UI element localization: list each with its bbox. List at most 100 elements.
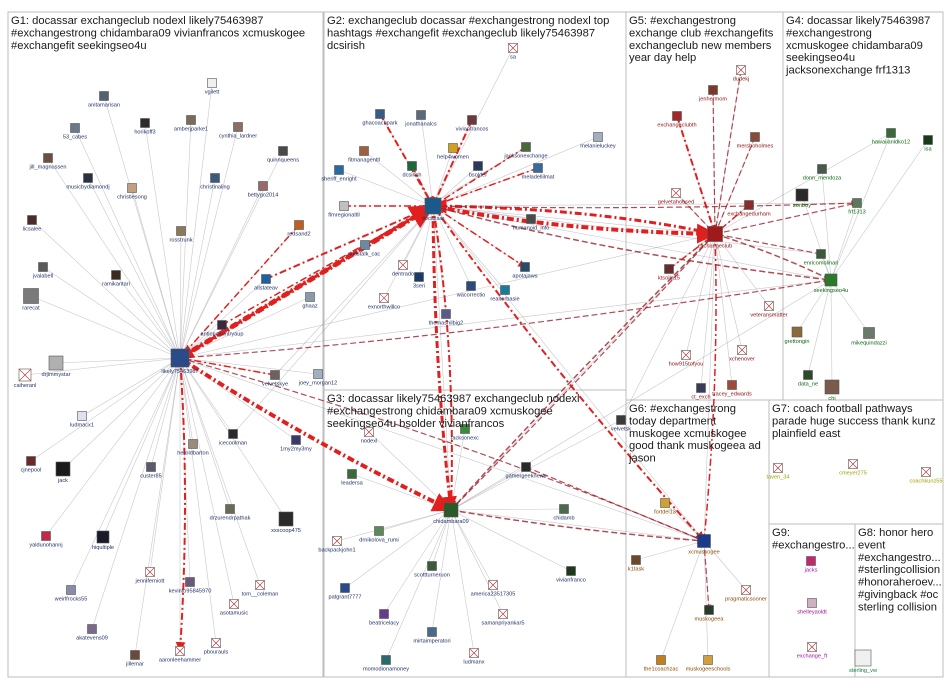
node-xxxcoop475[interactable]: xxxcoop475 <box>271 511 301 534</box>
node-ramikantari[interactable]: ramikantari <box>102 270 130 288</box>
node-pragmaticsooner[interactable]: pragmaticsooner <box>725 585 767 603</box>
node-weirlfrocks55[interactable]: weirlfrocks55 <box>54 585 88 603</box>
node-the1coachzac[interactable]: the1coachzac <box>644 655 679 673</box>
node-exchangedurham[interactable]: exchangedurham <box>727 200 771 218</box>
node-jonathanalcs[interactable]: jonathanalcs <box>404 110 437 128</box>
node-gelvetahoused[interactable]: gelvetahoused <box>658 188 694 206</box>
node-tom--coleman[interactable]: tom__coleman <box>242 580 279 598</box>
node-jacks[interactable]: jacks <box>804 556 818 574</box>
node-caiheranl[interactable]: caiheranl <box>14 368 37 389</box>
node-exchangeclub[interactable]: exchangeclub <box>698 226 733 250</box>
node-scottturneruon[interactable]: scottturneruon <box>414 561 450 579</box>
node-pbourauls[interactable]: pbourauls <box>204 638 229 656</box>
node-jenniferniott[interactable]: jenniferniott <box>135 567 165 585</box>
node-joey-morgan12[interactable]: joey_morgan12 <box>298 369 338 387</box>
node-yaldunohannj[interactable]: yaldunohannj <box>29 531 63 549</box>
node-apotajaws[interactable]: apotajaws <box>512 262 538 280</box>
node-docassar[interactable]: docassar <box>422 197 445 222</box>
node-antioncountryaup[interactable]: antioncountryaup <box>201 320 244 338</box>
node-humanoid-info[interactable]: humanoid_info <box>513 214 550 232</box>
node-dcsirish[interactable]: dcsirish <box>403 161 422 179</box>
node-akatevens09[interactable]: akatevens09 <box>76 624 108 642</box>
node-isa[interactable]: isa <box>923 135 933 153</box>
node-xcmuskogee[interactable]: xcmuskogee <box>688 534 720 556</box>
node-wacorrectio[interactable]: wacorrectio <box>456 281 486 299</box>
node-exchange-ft[interactable]: exchange_ft <box>797 642 828 660</box>
node-dudekj[interactable]: dudekj <box>733 65 749 83</box>
node-licsalee[interactable]: licsalee <box>23 215 42 233</box>
node-mershoholmes[interactable]: mershoholmes <box>737 132 774 150</box>
node-melanieluckey[interactable]: melanieluckey <box>580 132 616 150</box>
node-samanpriyankar5[interactable]: samanpriyankar5 <box>482 609 525 627</box>
node-quinnqueens[interactable]: quinnqueens <box>267 146 299 164</box>
node-jillemar[interactable]: jillemar <box>125 650 144 668</box>
node-jacksonexchange[interactable]: jacksonexchange <box>503 142 548 160</box>
node-flmregionaltll[interactable]: flmregionaltll <box>328 201 360 219</box>
node-frf1313[interactable]: frf1313 <box>848 198 866 216</box>
node-cmeyer275[interactable]: cmeyer275 <box>839 459 867 477</box>
node-donn-mendoza[interactable]: donn_mendoza <box>803 164 842 182</box>
node-drjimmystar[interactable]: drjimmystar <box>42 355 71 378</box>
node-exchangeclubth[interactable]: exchangeclubth <box>657 111 697 129</box>
node-kevinto95845970[interactable]: kevinto95845970 <box>169 577 212 595</box>
node-bsolder[interactable]: bsolder <box>469 161 487 179</box>
node-cjnepool[interactable]: cjnepool <box>21 456 42 474</box>
node-coachkunz55[interactable]: coachkunz55 <box>910 467 943 485</box>
node-ct-exch[interactable]: ct_exch <box>691 383 711 401</box>
node-nodexl[interactable]: nodexl <box>361 427 377 445</box>
node-shelleyaoldt[interactable]: shelleyaoldt <box>797 598 827 616</box>
node-xchenover[interactable]: xchenover <box>729 345 755 363</box>
node-rarecat[interactable]: rarecat <box>22 288 40 312</box>
node-muskogeeschools[interactable]: muskogeeschools <box>686 655 731 673</box>
node-k1task[interactable]: k1task <box>628 555 644 573</box>
node-ludmacx1[interactable]: ludmacx1 <box>70 411 94 429</box>
node-aaronleehammer[interactable]: aaronleehammer <box>159 646 201 664</box>
node-muskogeea[interactable]: muskogeea <box>695 605 725 623</box>
node-chidamb[interactable]: chidamb <box>553 504 575 522</box>
node-allstateav[interactable]: allstateav <box>254 274 278 292</box>
node-anitamarisan[interactable]: anitamarisan <box>88 91 120 109</box>
node-gamergeeknews[interactable]: gamergeeknews <box>505 462 547 480</box>
node-ghacoachpark[interactable]: ghacoachpark <box>362 109 398 127</box>
node-fortdel13[interactable]: fortdel13 <box>654 498 676 516</box>
node-drnikolova-rumi[interactable]: drnikolova_rumi <box>359 526 399 544</box>
node-icecoolman[interactable]: icecoolman <box>219 429 247 447</box>
node-vgilett[interactable]: vgilett <box>205 78 220 96</box>
node-vivianfranco[interactable]: vivianfranco <box>556 566 586 584</box>
node-velvetsk[interactable]: velvetsk <box>611 415 631 433</box>
node-enricomolinari[interactable]: enricomolinari <box>804 249 839 267</box>
node-sterling-vw[interactable]: sterling_vw <box>849 649 878 674</box>
node-chidambara09[interactable]: chidambara09 <box>433 502 469 525</box>
node-musicbydiamondj[interactable]: musicbydiamondj <box>66 173 110 191</box>
node-mirtaimperatori[interactable]: mirtaimperatori <box>413 627 451 645</box>
node-backpackjohn1[interactable]: backpackjohn1 <box>318 536 356 554</box>
node-chi[interactable]: chi <box>824 379 840 402</box>
node-how915tofyou[interactable]: how915tofyou <box>669 350 704 368</box>
node-jill-magnussen[interactable]: jill_magnussen <box>28 153 67 171</box>
node-dentrado[interactable]: dentrado <box>392 260 414 278</box>
node-1my2my3my[interactable]: 1my2my3my <box>280 435 312 453</box>
node-asotamusic[interactable]: asotamusic <box>220 599 248 617</box>
node-ktsoila15[interactable]: ktsoila15 <box>658 264 680 282</box>
node-mikequindazzi[interactable]: mikequindazzi <box>851 327 887 347</box>
node-heroldbarton[interactable]: heroldbarton <box>177 439 209 457</box>
node-horikoff3[interactable]: horikoff3 <box>134 118 156 136</box>
node-beatricelacy[interactable]: beatricelacy <box>369 609 399 627</box>
node-christinaling[interactable]: christinaling <box>200 173 230 191</box>
node-redsand2[interactable]: redsand2 <box>287 220 311 238</box>
node-momodionamoney[interactable]: momodionamoney <box>363 655 409 673</box>
node-america23517305[interactable]: america23517305 <box>471 580 516 598</box>
node-thomashilbig2[interactable]: thomashilbig2 <box>429 309 464 327</box>
node-tracey-edwards[interactable]: tracey_edwards <box>712 380 752 398</box>
node-custer85[interactable]: custer85 <box>140 462 162 480</box>
node-veteransmatter[interactable]: veteransmatter <box>750 301 788 319</box>
node-help4women[interactable]: help4women <box>437 143 469 161</box>
node-grettongin[interactable]: grettongin <box>785 326 810 345</box>
node-kidstalk-cac[interactable]: kidstalk_cac <box>350 240 381 258</box>
node-taven-34[interactable]: taven_34 <box>766 463 790 481</box>
node-cynthia-lardner[interactable]: cynthia_lardner <box>219 122 257 140</box>
node-fitmanagentll[interactable]: fitmanagentll <box>348 146 380 164</box>
node-ludmanx[interactable]: ludmanx <box>463 648 485 666</box>
node-velvetskye[interactable]: velvetskye <box>262 370 288 388</box>
node-patgrant7777[interactable]: patgrant7777 <box>329 583 362 601</box>
